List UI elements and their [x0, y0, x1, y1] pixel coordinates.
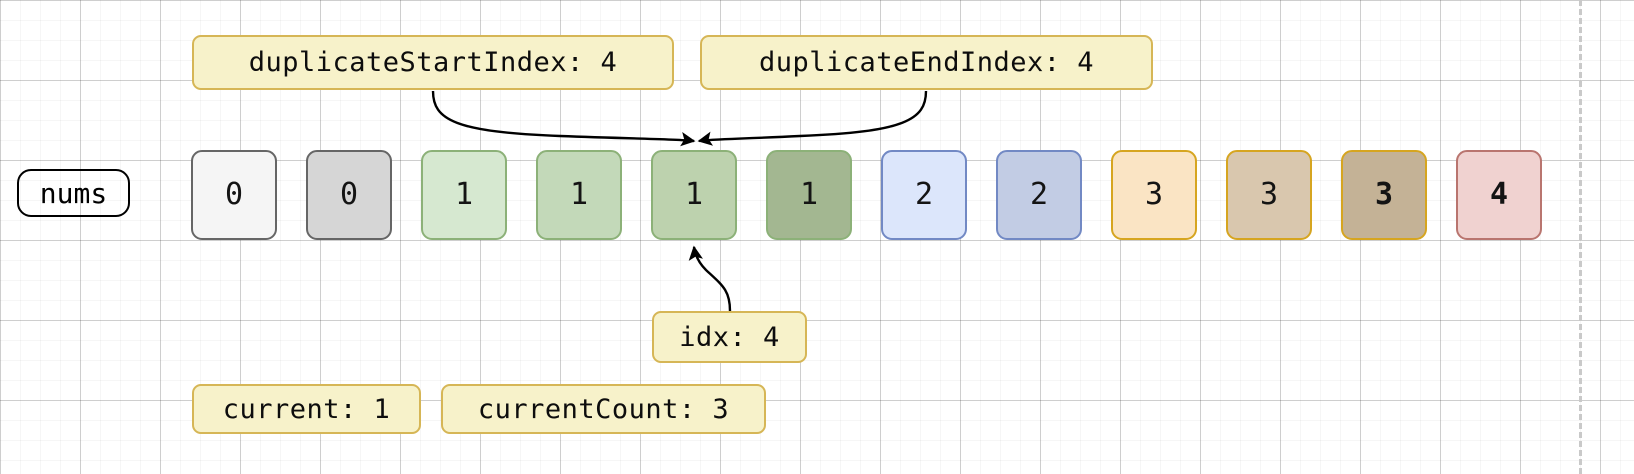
array-cell-value: 3 [1144, 177, 1164, 212]
array-cell-value: 0 [339, 177, 359, 212]
array-cell-1[interactable]: 0 [306, 150, 392, 240]
current-count-label: currentCount: 3 [441, 384, 766, 434]
array-cell-value: 4 [1489, 177, 1509, 212]
array-cell-10[interactable]: 3 [1341, 150, 1427, 240]
array-cell-3[interactable]: 1 [536, 150, 622, 240]
array-cell-value: 1 [454, 177, 474, 212]
idx-label-text: idx: 4 [679, 321, 780, 353]
idx-label: idx: 4 [652, 311, 807, 363]
array-variable-badge: nums [17, 169, 130, 217]
array-cell-2[interactable]: 1 [421, 150, 507, 240]
duplicate-start-index-text: duplicateStartIndex: 4 [248, 47, 618, 78]
array-cell-9[interactable]: 3 [1226, 150, 1312, 240]
array-cell-value: 2 [1029, 177, 1049, 212]
array-cell-value: 1 [684, 177, 704, 212]
duplicate-start-index-label: duplicateStartIndex: 4 [192, 35, 674, 90]
array-cell-0[interactable]: 0 [191, 150, 277, 240]
array-cell-value: 3 [1374, 177, 1394, 212]
array-variable-label: nums [39, 176, 108, 210]
array-cell-5[interactable]: 1 [766, 150, 852, 240]
array-cell-value: 1 [799, 177, 819, 212]
duplicate-end-index-arrow [697, 90, 928, 146]
current-label-text: current: 1 [222, 393, 391, 425]
duplicate-end-index-label: duplicateEndIndex: 4 [700, 35, 1153, 90]
page-break-guide [1579, 0, 1582, 474]
current-count-label-text: currentCount: 3 [477, 393, 730, 425]
array-cell-8[interactable]: 3 [1111, 150, 1197, 240]
array-cell-4[interactable]: 1 [651, 150, 737, 240]
array-cell-7[interactable]: 2 [996, 150, 1082, 240]
array-cell-value: 1 [569, 177, 589, 212]
duplicate-start-index-arrow [431, 90, 696, 147]
array-cell-value: 2 [914, 177, 934, 212]
array-cell-6[interactable]: 2 [881, 150, 967, 240]
array-cell-value: 0 [224, 177, 244, 212]
duplicate-end-index-text: duplicateEndIndex: 4 [758, 47, 1095, 78]
array-cell-value: 3 [1259, 177, 1279, 212]
array-cell-11[interactable]: 4 [1456, 150, 1542, 240]
current-label: current: 1 [192, 384, 421, 434]
idx-arrow [688, 245, 732, 312]
